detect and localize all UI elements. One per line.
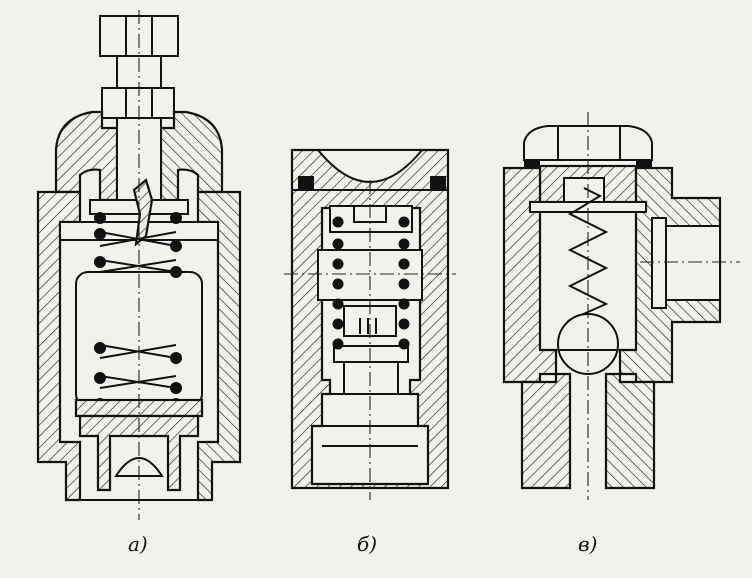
valve-c-port-ring [651, 217, 667, 309]
valve-b-stem [343, 305, 397, 337]
valve-a-body-left [36, 190, 82, 502]
caption-b: б) [357, 532, 378, 556]
valve-c-insert-bore [563, 177, 605, 203]
valve-a [36, 10, 242, 520]
valve-a-cap-left [54, 110, 119, 202]
valve-a-nut [101, 87, 175, 119]
valve-b-stem-grooves [359, 318, 377, 334]
valve-b-gasket-right [430, 176, 446, 190]
valve-c [502, 112, 740, 500]
valve-a-seat [78, 414, 200, 492]
valve-b-gasket-left [298, 176, 314, 190]
valve-b [284, 148, 456, 500]
valve-a-cap-right [159, 110, 224, 202]
valve-c-outlet-right [604, 372, 656, 490]
valve-b-top-arc [315, 149, 425, 183]
caption-c: в) [578, 532, 598, 556]
valve-a-body-right [196, 190, 242, 502]
valve-c-outlet-left [520, 372, 572, 490]
valve-b-guide [343, 361, 399, 395]
valve-b-spring-dots [332, 216, 410, 350]
caption-a: а) [128, 532, 148, 556]
valve-b-plate [333, 345, 409, 363]
